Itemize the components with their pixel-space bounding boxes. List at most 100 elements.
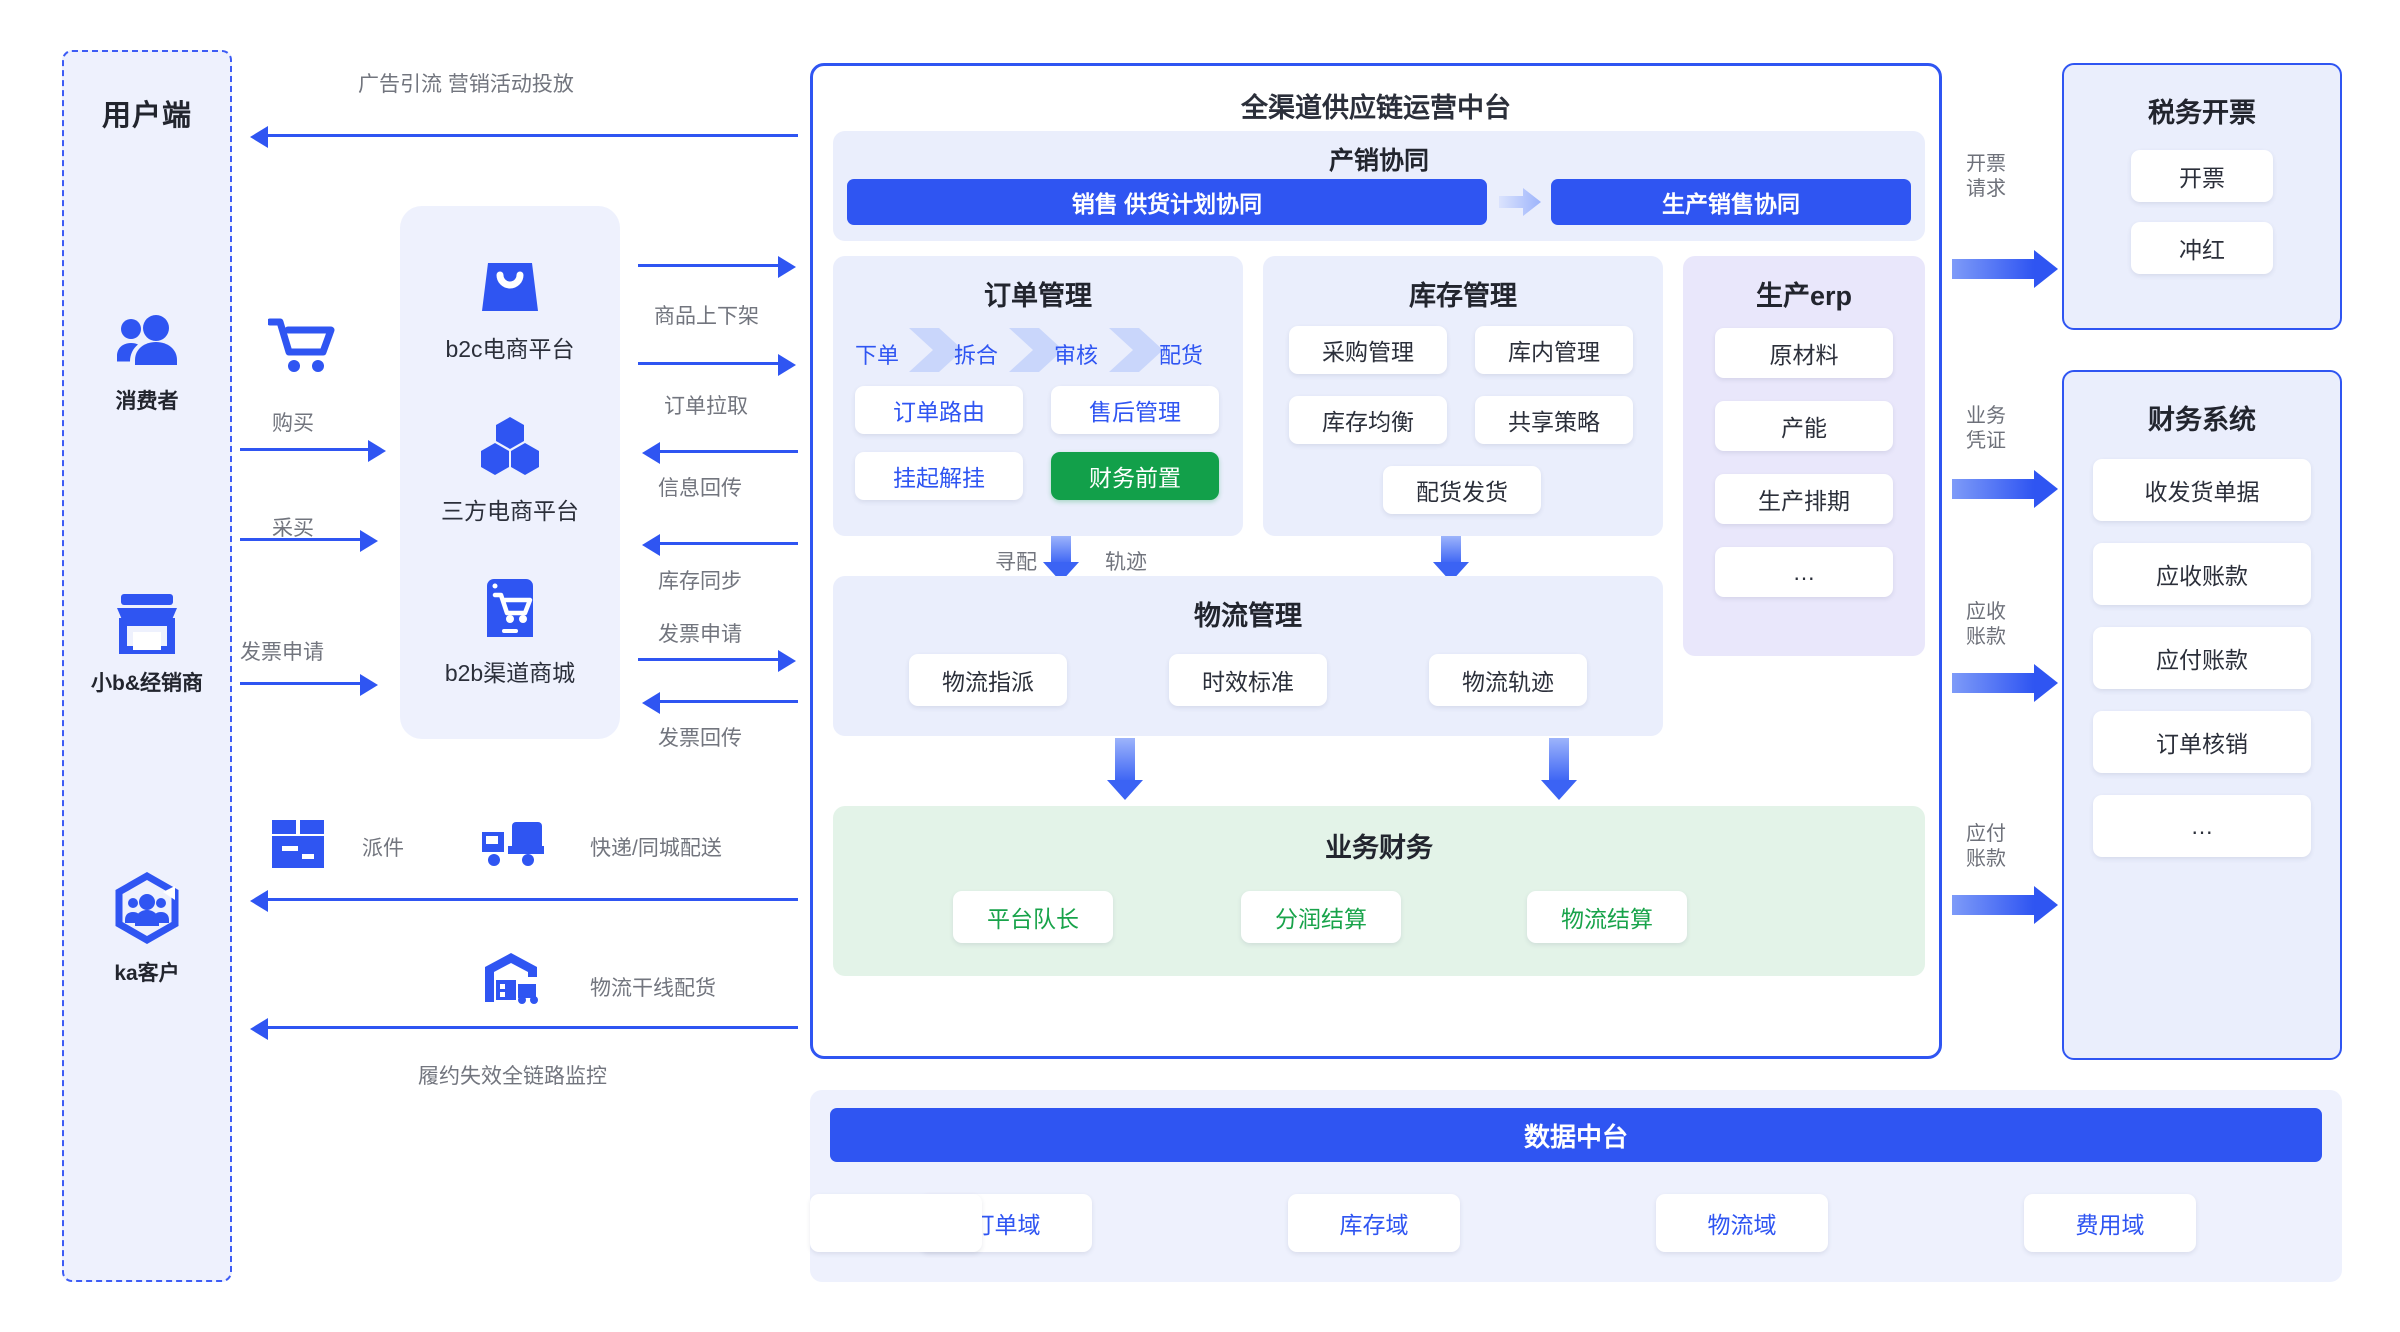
channel-label: b2b渠道商城 — [444, 659, 576, 686]
chip-after-sales[interactable]: 售后管理 — [1051, 386, 1219, 434]
chip-sla-standard[interactable]: 时效标准 — [1169, 654, 1327, 706]
chip-share-strategy[interactable]: 共享策略 — [1475, 396, 1633, 444]
express-flow-arrowhead — [250, 890, 268, 912]
mid-flow-label-1: 订单拉取 — [664, 395, 748, 418]
chip-logistics-domain[interactable]: 物流域 — [1656, 1194, 1828, 1252]
chip-accounts-payable[interactable]: 应付账款 — [2093, 627, 2311, 689]
mid-flow-arrowhead-1 — [778, 354, 796, 376]
chip-logistics-track[interactable]: 物流轨迹 — [1429, 654, 1587, 706]
section-inventory-management: 库存管理 采购管理 库内管理 库存均衡 共享策略 配货发货 — [1263, 256, 1663, 536]
chip-erp-more[interactable]: … — [1715, 547, 1893, 597]
user-entry-ka[interactable]: ka客户 — [64, 871, 230, 987]
user-entry-consumer[interactable]: 消费者 — [64, 312, 230, 415]
order-step-label: 审核 — [1054, 343, 1099, 368]
chip-warehouse-mgmt[interactable]: 库内管理 — [1475, 326, 1633, 374]
mid-flow-arrowhead-4 — [778, 650, 796, 672]
mid-flow-arrowhead-0 — [778, 256, 796, 278]
order-step-label: 配货 — [1159, 343, 1204, 368]
parcel-box-icon — [270, 818, 326, 875]
chip-hold-release[interactable]: 挂起解挂 — [855, 452, 1023, 500]
chip-cost-domain[interactable]: 费用域 — [2024, 1194, 2196, 1252]
sales-supply-plan-button[interactable]: 销售 供货计划协同 — [847, 179, 1487, 225]
ad-flow-arrowhead — [250, 126, 268, 148]
chip-finance-front[interactable]: 财务前置 — [1051, 452, 1219, 500]
arrow-to-finance-receivable — [1952, 664, 2058, 702]
channel-platform-card: b2c电商平台 三方电商平台 b2b渠道商城 — [400, 206, 620, 739]
data-platform-title: 数据中台 — [830, 1108, 2322, 1162]
shopping-cart-icon — [266, 316, 336, 379]
chip-profit-settlement[interactable]: 分润结算 — [1241, 891, 1401, 943]
tax-invoice-panel: 税务开票 开票 冲红 — [2062, 63, 2342, 330]
production-sales-coop-button[interactable]: 生产销售协同 — [1551, 179, 1911, 225]
arrow-logistics-to-finance-right — [1541, 738, 1577, 800]
channel-b2b[interactable]: b2b渠道商城 — [445, 577, 575, 688]
arrow-to-tax — [1952, 250, 2058, 288]
user-side-panel: 用户端 消费者 小b&经销商 — [62, 50, 232, 1282]
ad-flow-label: 广告引流 营销活动投放 — [358, 73, 574, 96]
logistics-inbound-label-0: 寻配 — [995, 551, 1037, 574]
chip-capacity[interactable]: 产能 — [1715, 401, 1893, 451]
buy-flow-label: 购买 — [272, 412, 314, 435]
data-mid-platform: 数据中台 订单域 库存域 物流域 费用域 — [810, 1090, 2342, 1282]
chip-raw-material[interactable]: 原材料 — [1715, 328, 1893, 378]
chip-order-writeoff[interactable]: 订单核销 — [2093, 711, 2311, 773]
panel-title: 财务系统 — [2148, 405, 2256, 435]
mid-flow-arrowhead-2 — [642, 442, 660, 464]
channel-third-party[interactable]: 三方电商平台 — [441, 415, 579, 526]
chip-inventory-domain[interactable]: 库存域 — [1288, 1194, 1460, 1252]
delivery-flow-label: 派件 — [362, 837, 404, 860]
order-flow-steps: 下单 拆合 审核 配货 — [847, 328, 1233, 372]
mid-flow-label-2: 信息回传 — [658, 477, 742, 500]
channel-b2c[interactable]: b2c电商平台 — [445, 257, 575, 364]
panel-title: 税务开票 — [2148, 98, 2256, 128]
mid-flow-line-1 — [638, 362, 780, 365]
invoice-request-flow-label: 发票申请 — [240, 641, 324, 664]
invoice-request-flow-arrowhead — [360, 674, 378, 696]
chip-production-schedule[interactable]: 生产排期 — [1715, 474, 1893, 524]
user-entry-label: 小b&经销商 — [91, 672, 203, 695]
monitor-flow-label: 履约失效全链路监控 — [418, 1065, 607, 1088]
arrow-to-finance-payable — [1952, 886, 2058, 924]
chip-accounts-receivable[interactable]: 应收账款 — [2093, 543, 2311, 605]
chip-purchase-mgmt[interactable]: 采购管理 — [1289, 326, 1447, 374]
trunk-flow-line — [268, 1026, 798, 1029]
invoice-request-arrow-label: 开票请求 — [1966, 153, 2006, 200]
chip-order-route[interactable]: 订单路由 — [855, 386, 1023, 434]
spacer — [810, 1194, 982, 1252]
chip-finance-more[interactable]: … — [2093, 795, 2311, 857]
mid-flow-line-3 — [660, 542, 798, 545]
supply-chain-mid-platform: 全渠道供应链运营中台 产销协同 销售 供货计划协同 生产销售协同 订单管理 下单 — [810, 63, 1942, 1059]
chip-logistics-assign[interactable]: 物流指派 — [909, 654, 1067, 706]
payable-arrow-label: 应付账款 — [1966, 823, 2006, 870]
purchase-flow-label: 采买 — [272, 517, 314, 540]
chip-platform-captain[interactable]: 平台队长 — [953, 891, 1113, 943]
section-production-erp: 生产erp 原材料 产能 生产排期 … — [1683, 256, 1925, 656]
channel-label: 三方电商平台 — [441, 497, 579, 524]
delivery-truck-icon — [478, 818, 546, 875]
chip-logistics-settlement[interactable]: 物流结算 — [1527, 891, 1687, 943]
shopping-bag-icon — [480, 257, 540, 320]
section-title: 业务财务 — [1325, 833, 1433, 863]
trunk-flow-arrowhead — [250, 1018, 268, 1040]
section-logistics-management: 物流管理 物流指派 时效标准 物流轨迹 — [833, 576, 1663, 736]
arrow-logistics-to-finance-left — [1107, 738, 1143, 800]
chip-stock-balance[interactable]: 库存均衡 — [1289, 396, 1447, 444]
section-title: 库存管理 — [1409, 281, 1517, 311]
chip-issue-invoice[interactable]: 开票 — [2131, 150, 2273, 202]
coop-arrow-icon — [1499, 187, 1541, 217]
chip-red-offset[interactable]: 冲红 — [2131, 222, 2273, 274]
user-entry-small-b[interactable]: 小b&经销商 — [64, 592, 230, 697]
express-flow-label: 快递/同城配送 — [590, 837, 722, 860]
order-step-label: 下单 — [855, 343, 900, 368]
ka-customer-icon — [111, 871, 183, 949]
section-order-management: 订单管理 下单 拆合 审核 配货 订单路由 售后管理 挂起解挂 财务前置 — [833, 256, 1243, 536]
warehouse-truck-icon — [480, 950, 542, 1011]
storefront-icon — [111, 592, 183, 659]
chip-allocate-ship[interactable]: 配货发货 — [1383, 466, 1541, 514]
section-title: 产销协同 — [1328, 147, 1429, 175]
mobile-cart-icon — [483, 577, 537, 644]
order-step-label: 拆合 — [954, 343, 999, 368]
ad-flow-line — [268, 134, 798, 137]
chip-receipt-doc[interactable]: 收发货单据 — [2093, 459, 2311, 521]
section-business-finance: 业务财务 平台队长 分润结算 物流结算 — [833, 806, 1925, 976]
